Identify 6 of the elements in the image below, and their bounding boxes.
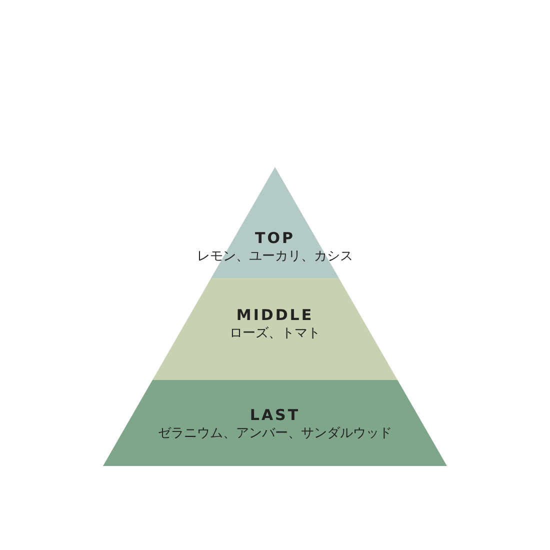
tier-notes: ローズ、トマト bbox=[230, 325, 320, 342]
tier-heading: TOP bbox=[255, 229, 295, 247]
tier-heading: MIDDLE bbox=[236, 306, 314, 324]
tier-heading: LAST bbox=[250, 406, 300, 424]
tier-notes: レモン、ユーカリ、カシス bbox=[197, 248, 353, 265]
tier-notes: ゼラニウム、アンバー、サンダルウッド bbox=[158, 425, 392, 442]
